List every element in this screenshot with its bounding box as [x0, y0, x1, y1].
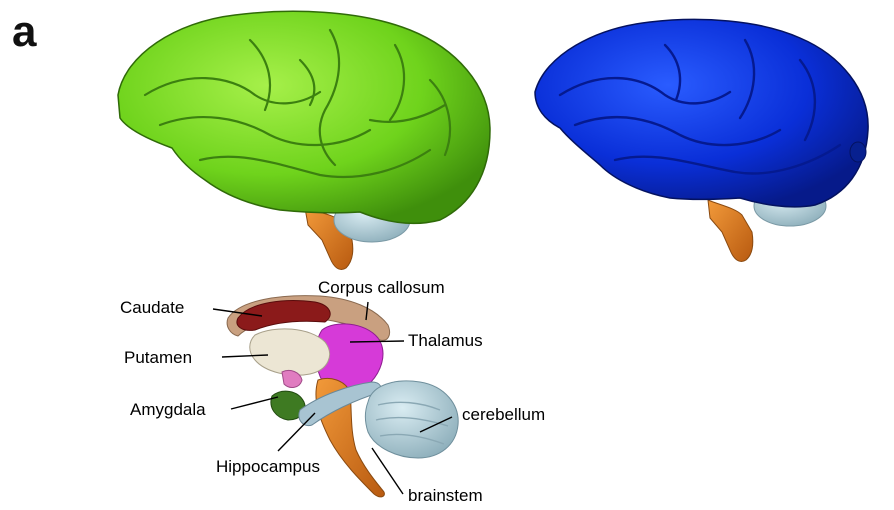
- label-putamen: Putamen: [124, 348, 192, 367]
- putamen-shape: [250, 329, 330, 375]
- label-caudate: Caudate: [120, 298, 184, 317]
- blue-brain-cortex: [535, 19, 868, 206]
- label-cerebellum: cerebellum: [462, 405, 545, 424]
- label-thalamus: Thalamus: [408, 331, 483, 350]
- label-corpus-callosum: Corpus callosum: [318, 278, 445, 297]
- green-brain: [118, 11, 490, 269]
- blue-brain: [535, 19, 868, 261]
- green-brain-cortex: [118, 11, 490, 223]
- thalamus-leader: [350, 341, 404, 342]
- blue-brain-brainstem: [708, 200, 753, 262]
- label-amygdala: Amygdala: [130, 400, 206, 419]
- label-brainstem: brainstem: [408, 486, 483, 505]
- label-hippocampus: Hippocampus: [216, 457, 320, 476]
